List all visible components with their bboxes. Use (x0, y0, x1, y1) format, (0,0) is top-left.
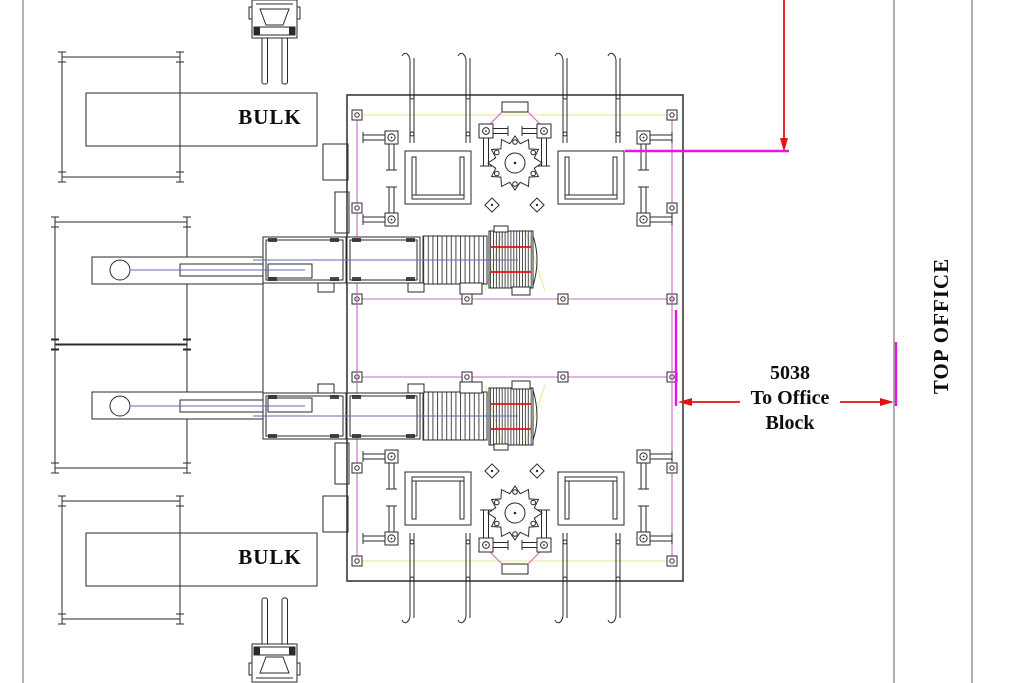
bulk-zone-bottom (85, 532, 318, 587)
bulk-label-bottom: BULK (238, 545, 302, 569)
conveyor-line-top (91, 225, 538, 296)
dimension-to-office (674, 310, 898, 406)
pallet-bay-top-bulk (57, 51, 185, 183)
building-outline (346, 94, 684, 582)
leader-arrow-top (625, 0, 789, 153)
top-office-label: TOP OFFICE (929, 257, 953, 395)
dimension-value: 5038 (770, 362, 810, 384)
forklift-bottom (248, 597, 301, 683)
dimension-text-line2: Block (765, 412, 815, 434)
conveyor-line-bottom (91, 380, 538, 451)
pallet-bay-bottom-bulk (57, 495, 185, 625)
dimension-text-line1: To Office (750, 387, 830, 409)
forklift-top (248, 0, 301, 85)
dimension-text: 5038 To Office Block (728, 361, 852, 436)
bulk-label-top: BULK (238, 105, 302, 129)
bulk-zone-top (85, 92, 318, 147)
